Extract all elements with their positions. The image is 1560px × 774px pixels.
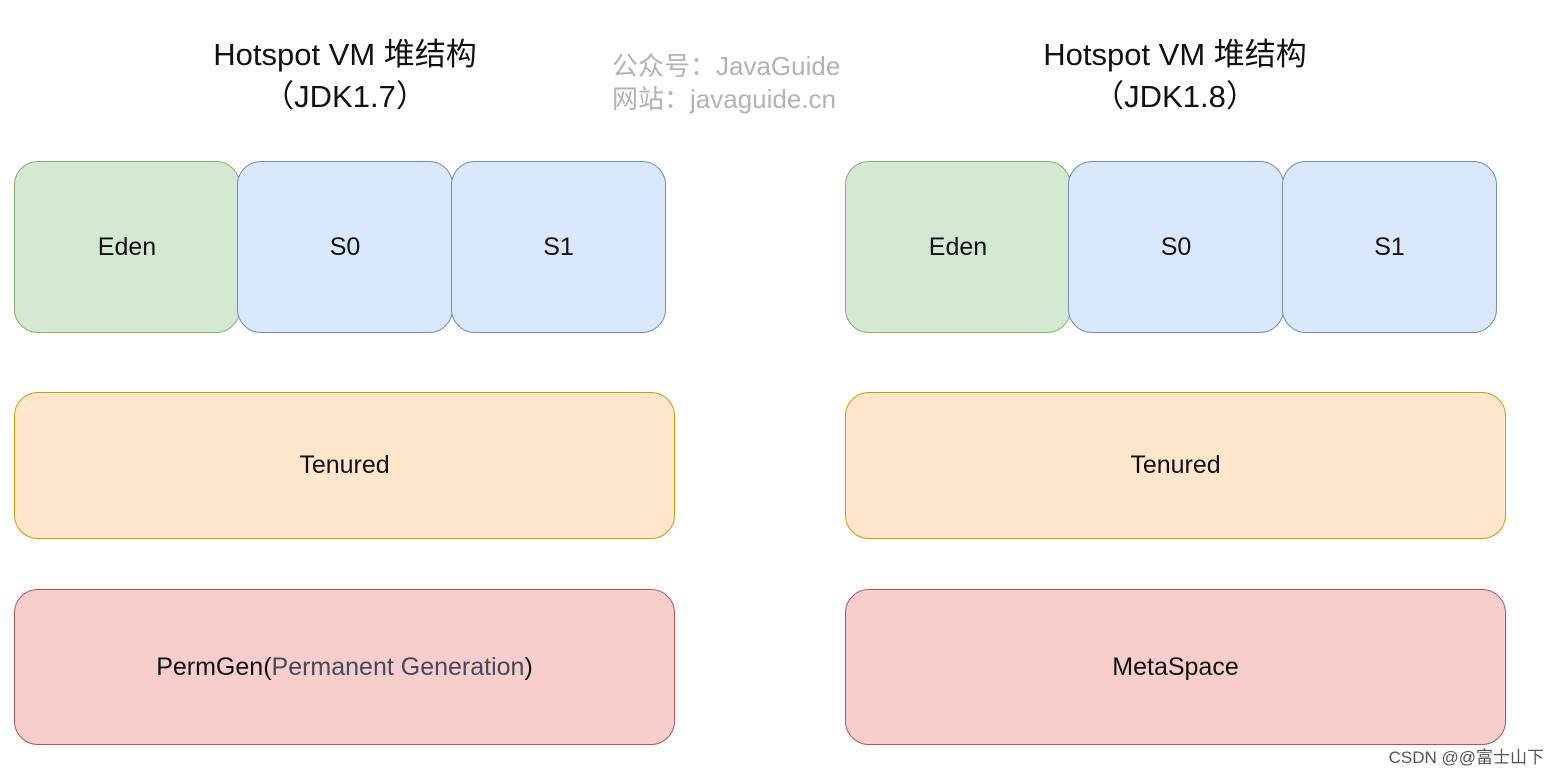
right-s1-label: S1 [1374, 232, 1405, 261]
left-permgen-label: PermGen(Permanent Generation) [156, 653, 533, 682]
watermark: 公众号：JavaGuide 网站：javaguide.cn [612, 50, 872, 116]
right-tenured-box: Tenured [845, 392, 1506, 539]
right-title-line1: Hotspot VM 堆结构 [1043, 37, 1307, 72]
permgen-detail: Permanent Generation [271, 652, 525, 681]
permgen-open-paren: ( [263, 652, 272, 681]
left-s0-label: S0 [329, 232, 361, 261]
left-title: Hotspot VM 堆结构 （JDK1.7） [145, 34, 545, 118]
right-s0-box: S0 [1068, 161, 1284, 333]
credit-text: CSDN @@富士山下 [1388, 748, 1544, 767]
left-eden-label: Eden [97, 232, 157, 261]
right-metaspace-box: MetaSpace [845, 589, 1506, 745]
right-s1-box: S1 [1282, 161, 1497, 333]
left-s1-box: S1 [451, 161, 666, 333]
left-s1-label: S1 [543, 232, 574, 261]
left-title-line1: Hotspot VM 堆结构 [213, 37, 477, 72]
permgen-name: PermGen [156, 652, 264, 681]
watermark-line1: 公众号：JavaGuide [612, 51, 841, 81]
right-eden-label: Eden [928, 232, 988, 261]
right-title-line2: （JDK1.8） [1093, 79, 1257, 114]
left-tenured-label: Tenured [299, 451, 390, 479]
right-s0-label: S0 [1160, 232, 1192, 261]
right-title: Hotspot VM 堆结构 （JDK1.8） [975, 34, 1375, 118]
left-eden-box: Eden [14, 161, 240, 333]
left-title-line2: （JDK1.7） [263, 79, 427, 114]
permgen-close-paren: ) [524, 652, 533, 681]
left-permgen-box: PermGen(Permanent Generation) [14, 589, 675, 745]
right-tenured-label: Tenured [1130, 451, 1221, 479]
right-eden-box: Eden [845, 161, 1071, 333]
left-tenured-box: Tenured [14, 392, 675, 539]
watermark-line2: 网站：javaguide.cn [612, 84, 836, 114]
right-metaspace-label: MetaSpace [1112, 652, 1239, 681]
left-s0-box: S0 [237, 161, 453, 333]
